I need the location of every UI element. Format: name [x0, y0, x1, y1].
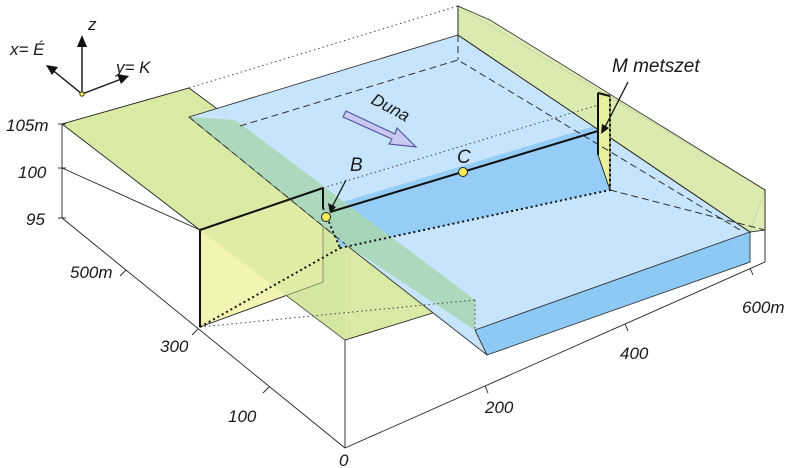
origin-marker	[79, 91, 85, 97]
front-bottom-edge	[344, 261, 766, 449]
point-b: B	[321, 155, 363, 222]
point-c-marker	[458, 167, 468, 177]
left-bottom-edge	[61, 217, 346, 449]
point-b-label: B	[350, 155, 363, 176]
point-c-label: C	[457, 147, 471, 168]
bank-slope-band	[200, 188, 345, 340]
x-arrowhead	[46, 65, 58, 75]
y-arrowhead	[117, 74, 129, 84]
hidden-lines	[188, 35, 766, 356]
section-m-callout: M metszet	[601, 56, 700, 134]
green-bank-strip	[189, 117, 475, 330]
x-tick-500: 500m	[70, 263, 113, 282]
height-axis: 105m 100 95	[6, 116, 66, 229]
z-arrowhead	[77, 35, 87, 47]
point-b-marker	[321, 212, 331, 222]
y-axis-ticks: 0 200 400 600m	[339, 267, 785, 468]
water-channel-section	[323, 125, 610, 248]
x-tick-300: 300	[160, 337, 189, 356]
height-tick-95: 95	[26, 210, 45, 229]
y-tick-0: 0	[339, 451, 349, 468]
x-axis-label: x= É	[9, 40, 45, 59]
point-c: C	[457, 147, 471, 177]
height-tick-105: 105m	[6, 116, 49, 135]
y-tick-400: 400	[620, 344, 649, 363]
y-tick-200: 200	[484, 398, 514, 417]
x-axis-line	[49, 67, 83, 95]
y-axis-label: y= K	[115, 58, 151, 77]
water-deep-face	[474, 231, 751, 356]
y-tick-600: 600m	[742, 298, 785, 317]
x-tick-100: 100	[228, 407, 257, 426]
y-axis-line	[81, 77, 125, 95]
orientation-triad: z x= É y= K	[9, 15, 151, 97]
height-ref-line-100	[61, 167, 201, 231]
x-axis-ticks: 500m 300 100	[70, 263, 270, 426]
section-m-label: M metszet	[612, 56, 700, 77]
height-tick-100: 100	[18, 163, 47, 182]
flow-arrow-shape	[342, 110, 418, 148]
z-axis-label: z	[87, 15, 97, 34]
